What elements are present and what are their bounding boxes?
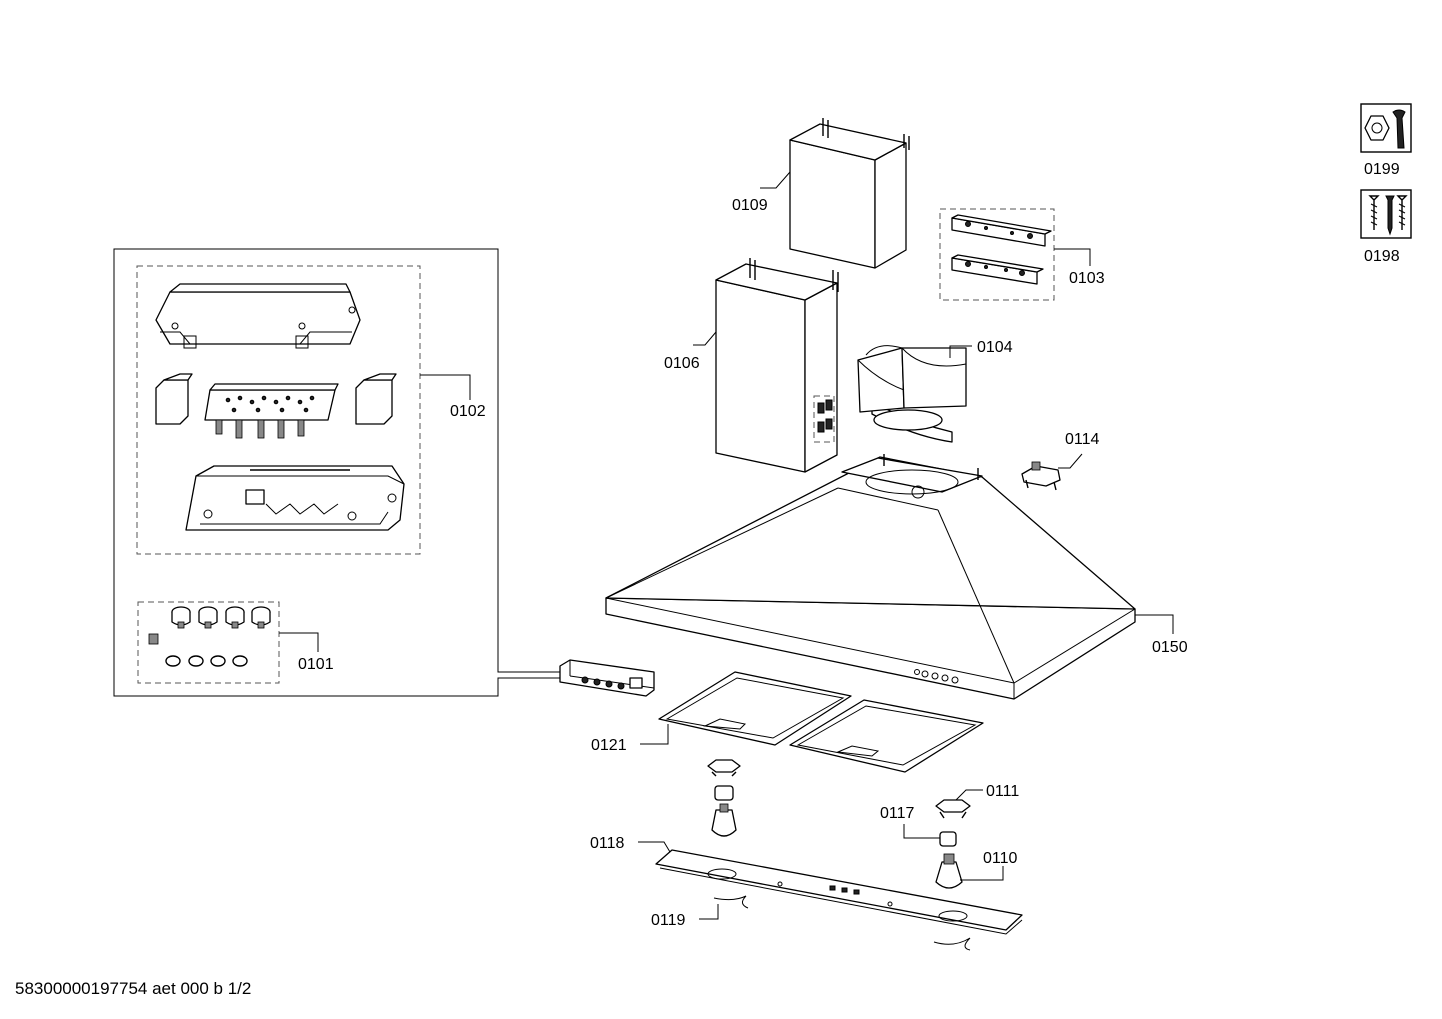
electronics-housing-part: [185, 465, 405, 531]
screws-kit-icon: [1360, 189, 1412, 239]
clip-part: [1021, 461, 1061, 491]
halogen-lamp-part: [935, 853, 963, 889]
lower-chimney-part: [715, 258, 839, 473]
part-label-0150: 0150: [1152, 639, 1188, 656]
part-label-0118: 0118: [590, 835, 625, 852]
part-label-0111: 0111: [986, 783, 1019, 800]
part-label-0110: 0110: [983, 850, 1018, 867]
leader-0106: [693, 331, 717, 346]
lamp-panel-bar-part: [655, 849, 1023, 935]
document-footer-code: 58300000197754 aet 000 b 1/2: [15, 979, 252, 998]
leader-0101: [279, 632, 319, 652]
leader-0117: [903, 824, 940, 839]
control-knobs-part: [148, 606, 271, 667]
part-label-0102: 0102: [450, 403, 486, 420]
hood-body-part: [605, 454, 1136, 700]
part-label-0198: 0198: [1364, 248, 1400, 265]
part-label-0121: 0121: [591, 737, 627, 754]
leader-0118: [638, 841, 671, 853]
switch-board-part: [155, 373, 397, 439]
lamp-cables-part: [713, 895, 971, 951]
leader-0121: [640, 724, 669, 745]
knobs-group-box: [137, 601, 280, 684]
leader-0150: [1135, 614, 1174, 634]
grease-filters-part: [658, 671, 984, 773]
part-label-0199: 0199: [1364, 161, 1400, 178]
part-label-0101: 0101: [298, 656, 334, 673]
leader-0111: [955, 789, 983, 801]
part-label-0106: 0106: [664, 355, 700, 372]
part-label-0109: 0109: [732, 197, 768, 214]
upper-chimney-part: [789, 118, 910, 269]
part-label-0119: 0119: [651, 912, 686, 929]
lamp-socket-part: [939, 831, 957, 847]
leader-0103: [1054, 248, 1091, 266]
part-label-0114: 0114: [1065, 431, 1100, 448]
leader-0109: [760, 171, 791, 189]
part-label-0103: 0103: [1069, 270, 1105, 287]
leader-0114: [1058, 453, 1083, 469]
mounting-brackets-part: [951, 214, 1052, 285]
tool-kit-icon: [1360, 103, 1412, 153]
electronics-group-box: [136, 265, 421, 555]
control-module-part: [559, 659, 655, 697]
air-outlet-adapter-part: [857, 345, 967, 443]
part-label-0117: 0117: [880, 805, 915, 822]
leader-0104: [949, 345, 972, 358]
lamp-holder-part: [935, 799, 971, 819]
brackets-group-box: [939, 208, 1055, 301]
left-lamp-assembly-part: [707, 759, 741, 837]
part-label-0104: 0104: [977, 339, 1013, 356]
electronics-cover-part: [155, 283, 361, 349]
leader-0102: [420, 374, 471, 400]
leader-0119: [699, 904, 719, 920]
leader-0110: [960, 866, 1004, 881]
